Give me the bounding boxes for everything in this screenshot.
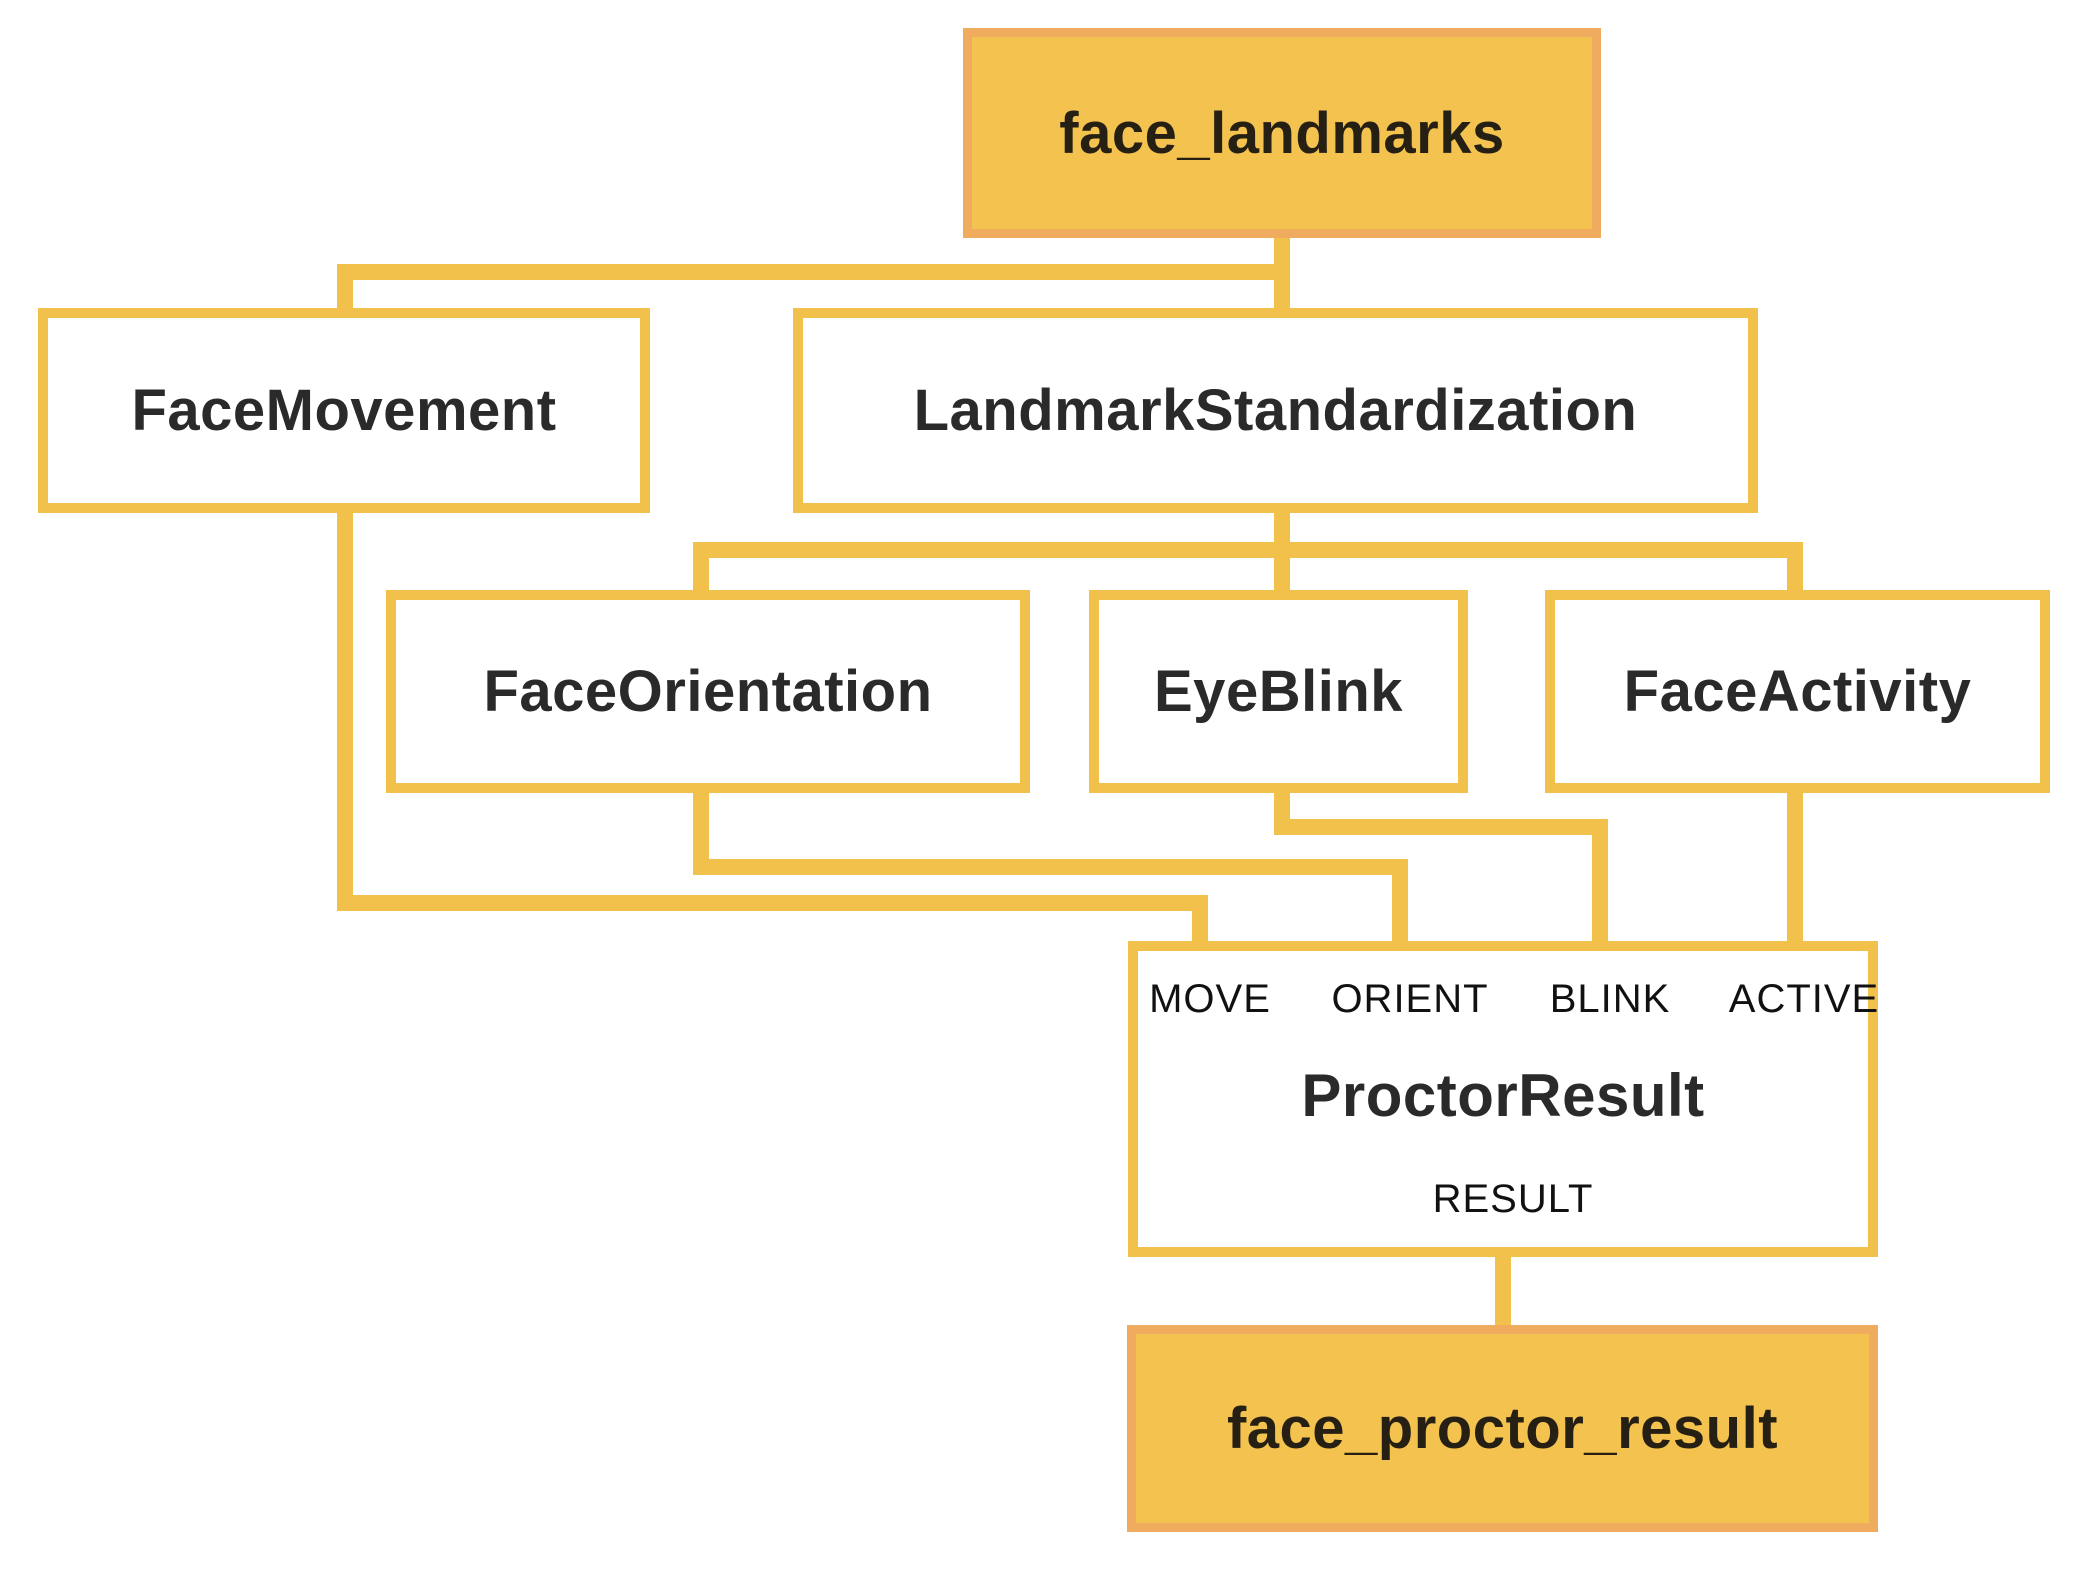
port-label-result: RESULT <box>1432 1177 1594 1221</box>
connector-move-drop <box>1192 895 1208 941</box>
node-face-movement: FaceMovement <box>38 308 650 513</box>
node-face-landmarks: face_landmarks <box>963 28 1601 238</box>
connector-level2-horizontal <box>693 542 1803 558</box>
node-face-activity: FaceActivity <box>1545 590 2050 793</box>
node-face-proctor-result-label: face_proctor_result <box>1226 1396 1779 1461</box>
node-proctor-result: MOVE ORIENT BLINK ACTIVE ProctorResult R… <box>1128 941 1878 1257</box>
connector-facemovement-top-drop <box>337 264 353 308</box>
node-face-orientation-label: FaceOrientation <box>483 659 933 724</box>
port-label-blink: BLINK <box>1549 977 1671 1021</box>
connector-faceorientation-bottom-drop <box>693 793 709 875</box>
node-face-activity-label: FaceActivity <box>1623 659 1972 724</box>
connector-result-drop <box>1495 1253 1511 1325</box>
connector-orient-drop <box>1392 859 1408 941</box>
connector-faceactivity-top-drop <box>1787 542 1803 590</box>
connector-orient-horizontal <box>693 859 1408 875</box>
connector-blink-horizontal <box>1274 819 1608 835</box>
node-face-landmarks-label: face_landmarks <box>1059 100 1505 166</box>
node-eye-blink-label: EyeBlink <box>1154 659 1403 724</box>
node-landmark-standardization: LandmarkStandardization <box>793 308 1758 513</box>
node-landmark-standardization-label: LandmarkStandardization <box>913 378 1638 443</box>
node-face-orientation: FaceOrientation <box>386 590 1030 793</box>
port-label-orient: ORIENT <box>1331 977 1489 1021</box>
connector-faceorientation-top-drop <box>693 542 709 590</box>
connector-move-horizontal <box>337 895 1208 911</box>
port-label-move: MOVE <box>1149 977 1271 1021</box>
connector-blink-drop <box>1592 819 1608 941</box>
connector-faceactivity-bottom-drop <box>1787 793 1803 941</box>
node-face-movement-label: FaceMovement <box>131 378 557 443</box>
connector-level1-horizontal <box>337 264 1290 280</box>
port-label-active: ACTIVE <box>1728 977 1880 1021</box>
connector-facemovement-bottom-drop <box>337 513 353 911</box>
node-face-proctor-result: face_proctor_result <box>1127 1325 1878 1532</box>
node-eye-blink: EyeBlink <box>1089 590 1468 793</box>
node-proctor-result-label: ProctorResult <box>1301 1062 1705 1129</box>
